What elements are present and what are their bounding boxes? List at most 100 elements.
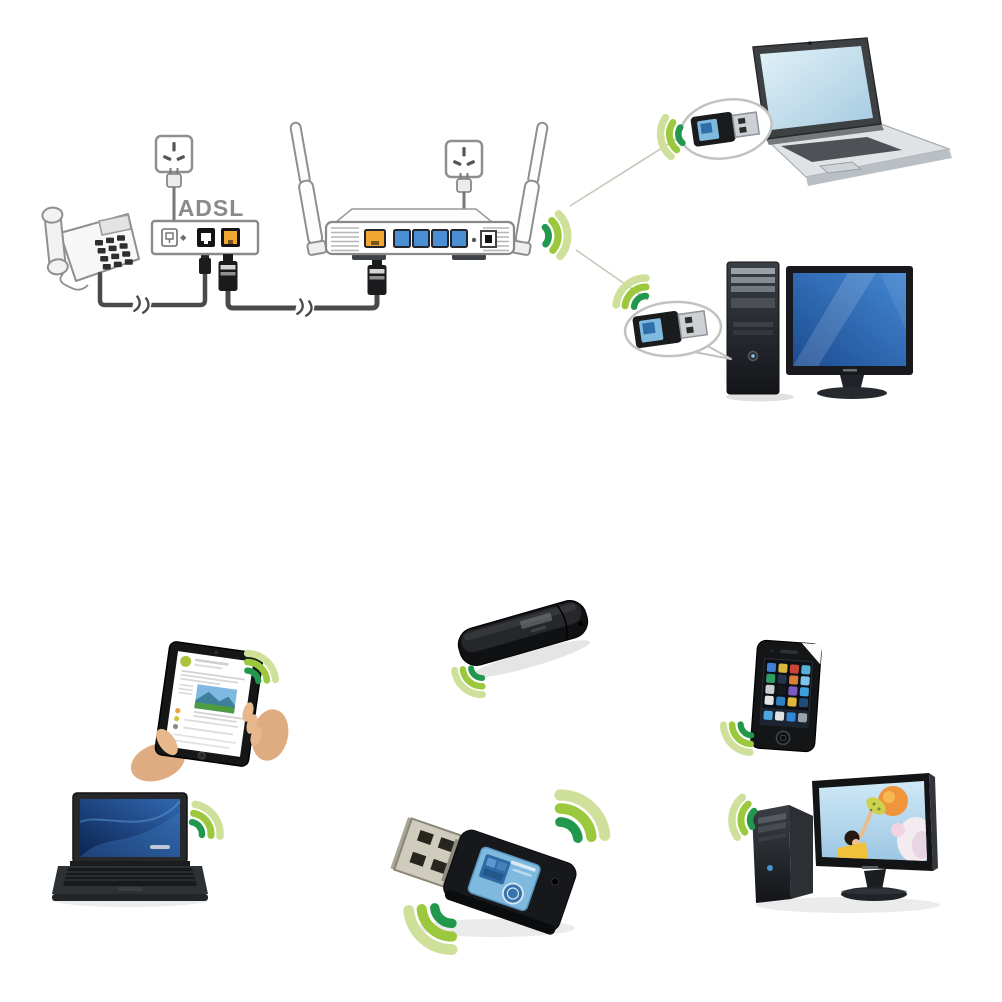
notebook-keyboard [63, 868, 197, 886]
app-grid [764, 662, 811, 708]
dongle-shadow [470, 640, 591, 678]
tower-vent [758, 833, 786, 842]
power-led [767, 865, 773, 871]
lanyard-hole [578, 621, 584, 627]
left-thumb [156, 728, 178, 756]
adapter-label-block [485, 857, 497, 869]
front-camera [770, 648, 775, 653]
monitor-logo-bar [843, 369, 857, 372]
socket-face [154, 134, 194, 174]
usb-plug-hole [684, 316, 693, 324]
tower-shadow [726, 392, 794, 402]
usb-plug-hole [737, 117, 746, 125]
usb-plug-hole [416, 829, 434, 845]
rj45-connector-icon [218, 254, 238, 291]
wall-socket-left-icon [154, 134, 194, 221]
wifi-signal-router [545, 214, 569, 257]
usb-plug-hole [430, 858, 448, 874]
monitor-logo-bar [862, 866, 878, 869]
laptop-keyboard [781, 137, 902, 162]
adapter-label-text-bar [510, 860, 536, 872]
adapter-label-mark [642, 321, 656, 335]
usb-plug-hole [739, 126, 747, 134]
wifi-signal-notebook [185, 800, 226, 845]
dongle-logo-mark [520, 612, 553, 629]
screen-sheen [793, 273, 876, 366]
led-hole [551, 877, 560, 886]
phone-handset [41, 206, 69, 276]
phone-line-cable [97, 265, 208, 308]
power-led [751, 354, 755, 358]
tower-bay [758, 822, 786, 833]
usb-plug-hole [686, 326, 694, 334]
usb-plug-hole [437, 837, 455, 853]
screen-sheen [880, 273, 906, 330]
keyboard-rows [65, 871, 195, 881]
tower-drive-bays [731, 268, 775, 335]
right-finger [250, 726, 262, 746]
router-power-port [480, 230, 497, 248]
webcam-dot [808, 41, 812, 45]
adapter-callout-desktop [611, 272, 732, 360]
adapter-label-mark [700, 122, 713, 134]
mini-adapter-icon [690, 111, 761, 147]
usb-dongle-icon [450, 600, 591, 700]
desktop-top-icon [726, 261, 913, 402]
tablet-icon [130, 641, 289, 782]
dongle-logo-mark [530, 625, 547, 633]
adapter-body-edge [444, 890, 556, 935]
adsl-splitter-icon: ADSL [150, 195, 260, 256]
monitor-screen [793, 273, 906, 366]
socket-face [444, 139, 484, 179]
monitor-stand-neck [864, 869, 886, 891]
cable-break-icon [292, 294, 318, 322]
adapter-label-text-bar [512, 868, 532, 877]
notebook-bottom-icon [52, 792, 226, 907]
dongle-body-group [457, 600, 591, 678]
dongle-gloss [463, 603, 576, 641]
router-top-face [333, 208, 495, 223]
dongle-cap-seam [555, 604, 568, 640]
notebook-hinge [70, 861, 190, 866]
desktop-bottom-icon [730, 773, 940, 913]
usb-plug [731, 111, 761, 139]
desktop-shadow [756, 897, 940, 913]
router-reset-dot [471, 237, 477, 243]
home-button [197, 751, 206, 760]
splitter-modem-port [221, 228, 240, 247]
smartphone-icon [718, 639, 822, 758]
monitor-stand-base [817, 387, 887, 399]
router-antenna-left [284, 120, 328, 257]
adapter-body-group [390, 817, 577, 935]
splitter-line-port [161, 228, 187, 247]
phone-keypad [95, 235, 133, 270]
earpiece [780, 649, 799, 655]
wifi-signal-adapter-up [547, 786, 613, 850]
monitor-stand-neck [840, 375, 864, 391]
notebook-front-edge [52, 894, 208, 901]
stand-base-highlight [841, 888, 907, 895]
adsl-label: ADSL [178, 195, 245, 221]
wifi-signal-laptop-adapter [658, 116, 684, 158]
mini-adapter-center-icon [390, 786, 613, 958]
router-icon [284, 120, 554, 260]
laptop-screen [760, 46, 873, 130]
adapter-label-block [496, 861, 508, 872]
dock-icons [763, 710, 808, 723]
splitter-phone-port [197, 228, 215, 247]
cable-break-icon [129, 291, 155, 319]
router-foot [352, 254, 386, 260]
usb-plug-hole [409, 851, 427, 867]
mini-adapter-icon [632, 309, 709, 349]
router-lan-ports [393, 229, 468, 248]
corner-glare [801, 642, 822, 665]
smartphone-body-group [750, 639, 822, 753]
handset-cord [59, 273, 89, 291]
wifi-signal-desktop-bottom [730, 796, 756, 838]
tablet-body-group [154, 641, 264, 767]
telephone-icon [41, 206, 140, 291]
router-vents-left [331, 227, 359, 252]
screen-swirl [79, 800, 181, 823]
